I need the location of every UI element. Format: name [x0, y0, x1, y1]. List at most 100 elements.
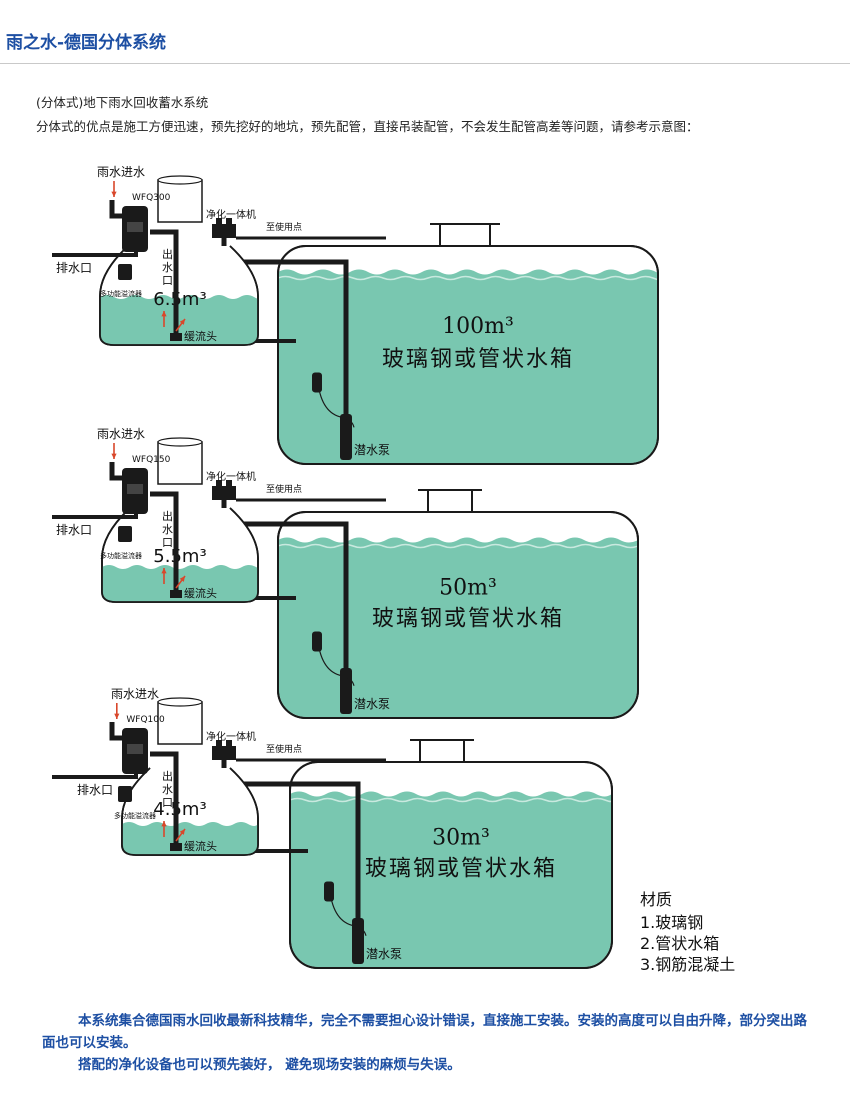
drain-outlet-label: 排水口: [56, 523, 92, 537]
drain-pipe: [52, 502, 138, 519]
materials-item-3: 3.钢筋混凝土: [640, 955, 735, 974]
settling-sump: 4.5m³: [121, 697, 259, 856]
materials-item-2: 2.管状水箱: [640, 934, 719, 953]
outlet-label: 出水口: [162, 769, 173, 809]
to-use-label: 至使用点: [266, 483, 302, 495]
purifier-label: 净化一体机: [206, 730, 256, 743]
rain-inlet-label: 雨水进水: [97, 427, 145, 441]
purifier-valve-2: [226, 740, 232, 746]
storage-tank: 30m³ 玻璃钢或管状水箱: [289, 739, 613, 969]
settling-sump: 6.5m³: [99, 175, 259, 346]
arrow-head: [161, 821, 167, 827]
float-switch: [312, 631, 322, 652]
sump-water: [122, 822, 258, 855]
drain-pipe: [52, 240, 138, 257]
system-1: 100m³玻璃钢或管状水箱潜水泵6.5m³WFQ300雨水进水排水口多功能溢流器…: [52, 165, 659, 465]
pump-label: 潜水泵: [354, 697, 390, 711]
purifier-label: 净化一体机: [206, 470, 256, 483]
overflow-device-label: 多功能溢流器: [100, 551, 142, 560]
tank-neck: [439, 223, 491, 247]
purifier-valve-1: [216, 480, 222, 486]
buffer-head: [170, 333, 182, 341]
tank-volume-label: 30m³: [432, 825, 490, 850]
buffer-arrow-right: [175, 828, 186, 842]
tank-water-highlight: [279, 543, 637, 549]
sump-neck-rim: [157, 175, 203, 185]
overflow-device-label: 多功能溢流器: [100, 289, 142, 298]
submersible-pump: [340, 668, 352, 714]
sump-volume-label: 4.5m³: [153, 799, 206, 820]
to-use-label: 至使用点: [266, 221, 302, 233]
tank-outline: [289, 761, 613, 969]
tank-outline: [277, 245, 659, 465]
tank-outline: [277, 511, 639, 719]
tank-material-label: 玻璃钢或管状水箱: [372, 606, 564, 631]
title-divider: [0, 63, 850, 64]
inlet-pipe: [109, 462, 124, 481]
sump-neck-rim: [157, 437, 203, 447]
arrow-head: [111, 191, 117, 197]
rain-inlet-label: 雨水进水: [111, 687, 159, 701]
arrow-head: [161, 568, 167, 574]
overflow-device: [118, 786, 132, 802]
tank-neck: [427, 489, 473, 513]
storage-tank: 50m³ 玻璃钢或管状水箱: [277, 489, 639, 719]
overflow-device-label: 多功能溢流器: [114, 811, 156, 820]
overflow-device: [118, 264, 132, 280]
system-2: 50m³玻璃钢或管状水箱潜水泵5.5m³WFQ150雨水进水排水口多功能溢流器缓…: [52, 427, 639, 719]
purifier-unit: [212, 224, 236, 238]
tank-water: [279, 269, 657, 463]
tank-neck: [419, 739, 465, 763]
filter-detail: [127, 744, 143, 754]
pump-label: 潜水泵: [354, 443, 390, 457]
sump-outline: [99, 245, 259, 346]
buffer-head-label: 缓流头: [184, 839, 217, 853]
filter-detail: [127, 222, 143, 232]
arrow-head: [114, 713, 120, 719]
rain-inlet-arrow: [114, 703, 120, 719]
purifier-valve-1: [216, 218, 222, 224]
overflow-device: [118, 526, 132, 542]
system-3: 30m³玻璃钢或管状水箱潜水泵4.5m³WFQ100雨水进水排水口多功能溢流器缓…: [52, 687, 613, 969]
sump-water: [102, 565, 258, 602]
tank-material-label: 玻璃钢或管状水箱: [382, 347, 574, 372]
buffer-arrow-right: [175, 575, 186, 589]
tank-material-label: 玻璃钢或管状水箱: [365, 856, 557, 881]
buffer-arrow-left: [161, 311, 167, 327]
tank-water: [291, 791, 611, 967]
drain-outlet-label: 排水口: [77, 783, 113, 797]
buffer-head: [170, 843, 182, 851]
filtered-water-pipe: [150, 491, 179, 596]
outlet-label: 出水口: [162, 509, 173, 549]
sump-neck: [157, 441, 203, 485]
pump-label: 潜水泵: [366, 947, 402, 961]
tank-volume-label: 100m³: [442, 314, 514, 339]
buffer-arrow-left: [161, 568, 167, 584]
sump-neck: [157, 179, 203, 223]
intro-subtitle: (分体式)地下雨水回收蓄水系统: [36, 95, 209, 110]
sump-volume-label: 5.5m³: [153, 546, 206, 567]
filter-model-label: WFQ150: [132, 455, 171, 465]
intro-description: 分体式的优点是施工方便迅速，预先挖好的地坑，预先配管，直接吊装配管，不会发生配管…: [36, 119, 699, 134]
buffer-arrow-left: [161, 821, 167, 837]
filter-model-label: WFQ300: [132, 193, 171, 203]
materials-heading: 材质: [640, 890, 672, 909]
rain-inlet-arrow: [111, 181, 117, 197]
footer-text: 本系统集合德国雨水回收最新科技精华，完全不需要担心设计错误，直接施工安装。安装的…: [42, 1010, 812, 1076]
settling-sump: 5.5m³: [101, 437, 259, 603]
float-switch: [324, 881, 334, 902]
tank-volume-label: 50m³: [439, 575, 497, 600]
sump-water: [100, 295, 258, 345]
purifier-label: 净化一体机: [206, 208, 256, 221]
arrow-head: [179, 576, 185, 582]
tank-water-highlight: [279, 275, 657, 281]
rain-inlet-arrow: [111, 443, 117, 459]
filter-model-label: WFQ100: [126, 715, 165, 725]
float-cable: [329, 891, 367, 936]
footer-paragraph-1: 本系统集合德国雨水回收最新科技精华，完全不需要担心设计错误，直接施工安装。安装的…: [42, 1013, 807, 1051]
to-use-label: 至使用点: [266, 743, 302, 755]
arrow-head: [161, 311, 167, 317]
purifier-unit: [212, 486, 236, 500]
footer-paragraph-2: 搭配的净化设备也可以预先装好， 避免现场安装的麻烦与失误。: [78, 1057, 461, 1073]
